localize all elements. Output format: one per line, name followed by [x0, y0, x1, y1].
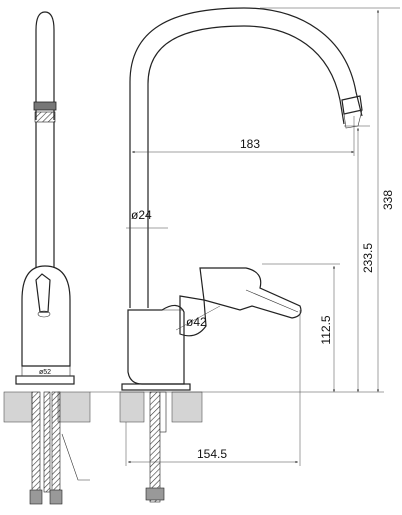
countertop-right — [171, 391, 203, 423]
spout-inner — [147, 25, 345, 308]
base-depth-label: 154.5 — [197, 447, 227, 461]
front-view: ø52 — [3, 11, 91, 505]
front-countertop-right — [57, 391, 91, 423]
fixing-rod — [149, 391, 161, 503]
base-diameter-label: ø52 — [39, 369, 51, 376]
countertop-left — [119, 391, 145, 423]
front-supply-hoses — [29, 391, 63, 505]
dimension-lines: 183 ø24 338 233.5 112.5 ø42 154.5 — [90, 7, 400, 466]
base-plate — [121, 383, 191, 391]
spout-diameter-label: ø24 — [131, 208, 152, 222]
front-countertop-left — [3, 391, 33, 423]
height-total-label: 338 — [381, 190, 395, 210]
side-view — [119, 7, 363, 503]
reach-label: 183 — [240, 137, 260, 151]
outlet-height-label: 233.5 — [361, 243, 375, 273]
front-handle — [35, 273, 51, 313]
front-aerator — [33, 101, 57, 111]
body-diameter-label: ø42 — [186, 315, 207, 329]
body-height-label: 112.5 — [319, 315, 333, 344]
body — [127, 304, 185, 385]
spout-outer — [129, 7, 363, 308]
front-body-top — [21, 265, 71, 301]
lever-handle — [199, 267, 302, 319]
front-base-plate — [15, 375, 75, 385]
front-spout-tube — [35, 11, 55, 120]
front-body — [21, 300, 71, 367]
